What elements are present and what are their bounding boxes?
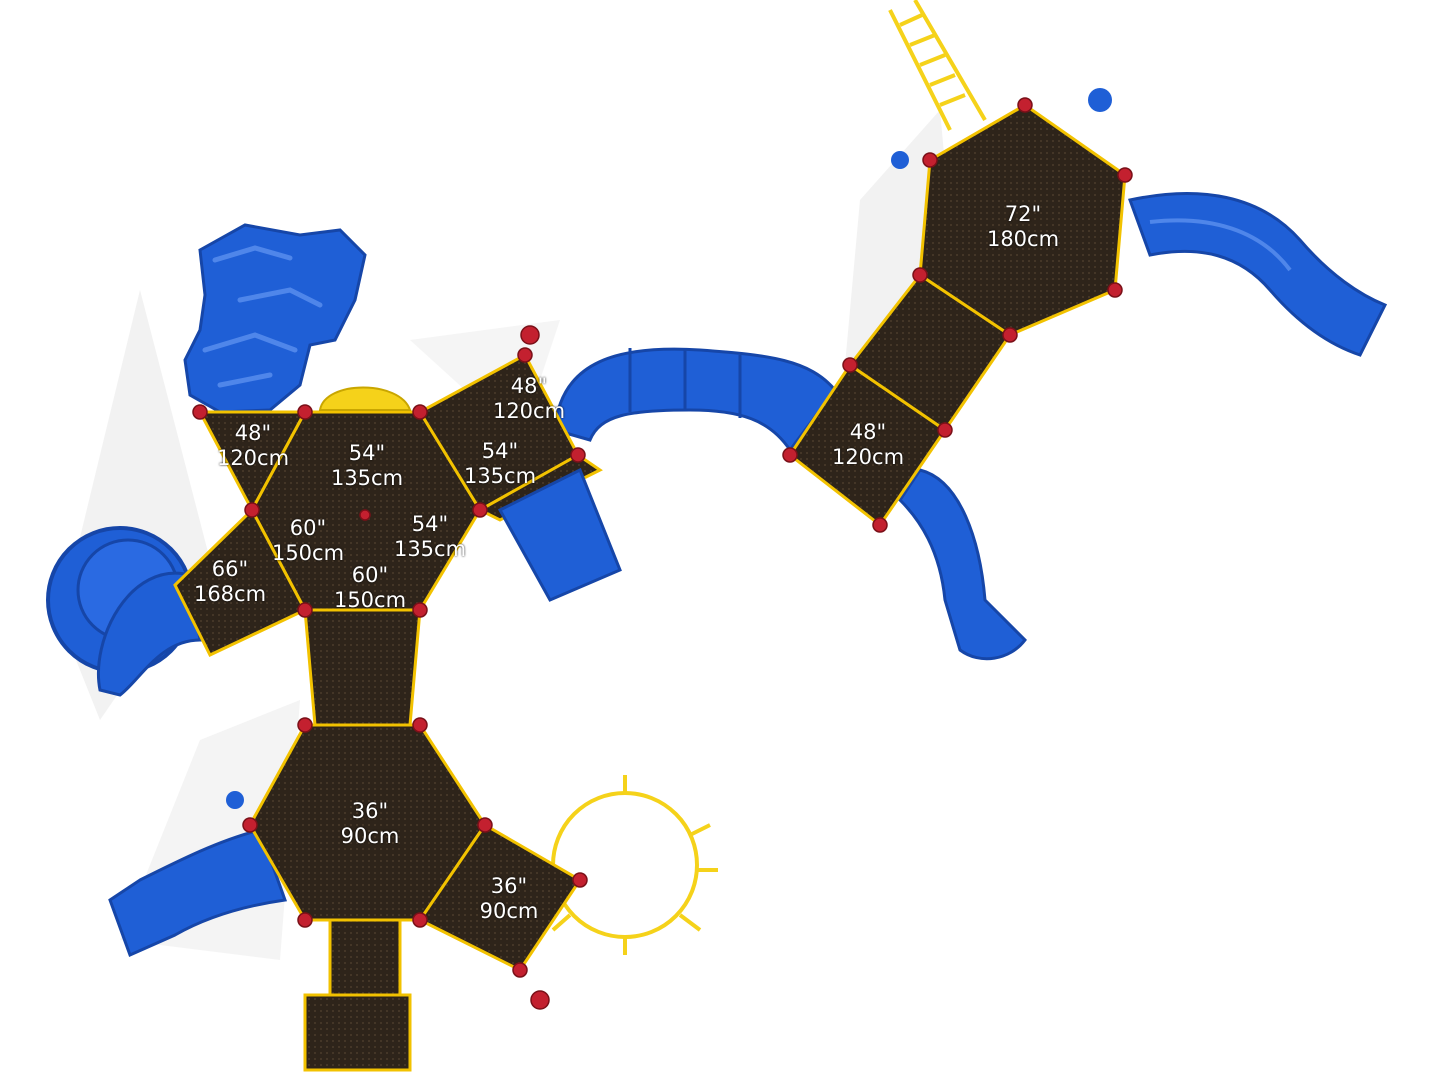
ground-shadows <box>60 110 960 960</box>
tube-slide-icon <box>553 347 837 453</box>
straight-slide-right <box>1128 191 1388 357</box>
deck-shape-landing <box>303 993 412 1072</box>
deck-shape-bottom-stairs <box>328 918 402 1002</box>
panel-climber <box>497 467 622 602</box>
curved-slide-bridge <box>898 468 1027 661</box>
deck-shape-stairs <box>303 608 422 727</box>
blue-ball-caps <box>226 88 1112 809</box>
red-post-cap-icon <box>192 97 1133 1010</box>
arch-climber <box>535 775 718 955</box>
straight-slide-lower-left <box>108 828 288 958</box>
rock-climber-icon <box>183 223 367 414</box>
ladder-icon <box>888 0 987 131</box>
yellow-dome <box>318 386 412 411</box>
